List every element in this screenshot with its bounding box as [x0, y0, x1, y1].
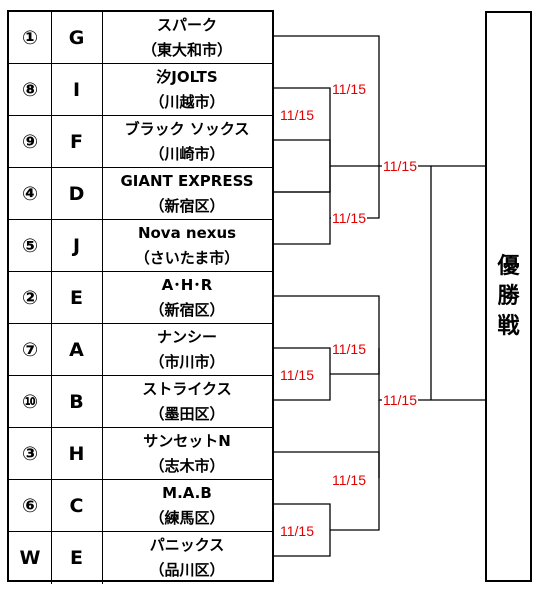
match-date-r1-mid: 11/15 — [279, 367, 315, 383]
team-name-cell: 汐JOLTS （川越市） — [102, 64, 272, 115]
team-name: Nova nexus — [137, 223, 237, 242]
team-name: M.A.B — [162, 483, 212, 502]
team-area: （志木市） — [149, 456, 225, 475]
team-table: ① G スパーク （東大和市） ⑧ I 汐JOLTS （川越市） ⑨ F ブラッ… — [7, 10, 274, 584]
team-area: （新宿区） — [149, 300, 225, 319]
bracket-line-qf-2 — [274, 87, 331, 192]
match-date-qf-2: 11/15 — [279, 107, 315, 123]
bracket-line-qf-3 — [274, 295, 380, 375]
team-name-cell: ストライクス （墨田区） — [102, 376, 272, 427]
team-name-cell: Nova nexus （さいたま市） — [102, 220, 272, 271]
team-name-cell: A･H･R （新宿区） — [102, 272, 272, 323]
team-name-cell: スパーク （東大和市） — [102, 12, 272, 63]
team-name: サンセットN — [143, 431, 231, 450]
team-name-cell: ブラック ソックス （川崎市） — [102, 116, 272, 167]
seed: ⑤ — [9, 220, 52, 271]
team-name-cell: GIANT EXPRESS （新宿区） — [102, 168, 272, 219]
team-name-cell: ナンシー （市川市） — [102, 324, 272, 375]
group-letter: I — [51, 64, 103, 115]
seed: ⑧ — [9, 64, 52, 115]
team-row: ⑧ I 汐JOLTS （川越市） — [9, 64, 272, 116]
final-label-char: 優 — [497, 253, 520, 279]
team-area: （東大和市） — [141, 40, 232, 59]
team-row: ⑩ B ストライクス （墨田区） — [9, 376, 272, 428]
team-area: （新宿区） — [149, 196, 225, 215]
team-row: ⑨ F ブラック ソックス （川崎市） — [9, 116, 272, 168]
final-label-char: 戦 — [497, 313, 520, 339]
match-date-qf-1: 11/15 — [331, 81, 367, 97]
team-row: ⑤ J Nova nexus （さいたま市） — [9, 220, 272, 272]
group-letter: F — [51, 116, 103, 167]
team-row: ③ H サンセットN （志木市） — [9, 428, 272, 480]
seed: ④ — [9, 168, 52, 219]
group-letter: D — [51, 168, 103, 219]
group-letter: G — [51, 12, 103, 63]
team-name: ストライクス — [142, 379, 232, 398]
final-box: 優 勝 戦 — [485, 11, 532, 582]
team-area: （品川区） — [149, 561, 225, 579]
team-row: ④ D GIANT EXPRESS （新宿区） — [9, 168, 272, 220]
team-name-cell: M.A.B （練馬区） — [102, 480, 272, 531]
group-letter: E — [51, 272, 103, 323]
team-area: （墨田区） — [149, 404, 225, 423]
team-row: ⑦ A ナンシー （市川市） — [9, 324, 272, 376]
bracket-line-qf-4 — [274, 451, 380, 531]
bracket-line-qf-2b — [274, 191, 331, 245]
seed: ⑥ — [9, 480, 52, 531]
bracket-line-final — [431, 165, 485, 401]
team-row: ② E A･H･R （新宿区） — [9, 272, 272, 324]
team-name: ナンシー — [156, 327, 217, 346]
group-letter: A — [51, 324, 103, 375]
match-date-r1-bottom: 11/15 — [279, 523, 315, 539]
team-area: （練馬区） — [149, 508, 225, 527]
seed: W — [9, 532, 52, 584]
group-letter: H — [51, 428, 103, 479]
team-area: （さいたま市） — [134, 248, 240, 267]
group-letter: J — [51, 220, 103, 271]
team-area: （川越市） — [149, 92, 225, 111]
match-date-sf-1: 11/15 — [382, 158, 418, 174]
team-name: GIANT EXPRESS — [120, 171, 254, 190]
team-name: パニックス — [149, 536, 225, 554]
group-letter: B — [51, 376, 103, 427]
team-name: 汐JOLTS — [156, 67, 218, 86]
team-name-cell: パニックス （品川区） — [102, 532, 272, 584]
team-name-cell: サンセットN （志木市） — [102, 428, 272, 479]
team-area: （市川市） — [149, 352, 225, 371]
team-name: スパーク — [156, 15, 217, 34]
seed: ⑨ — [9, 116, 52, 167]
team-row: ⑥ C M.A.B （練馬区） — [9, 480, 272, 532]
bracket-line-qf-1 — [274, 35, 380, 167]
match-date-qf-3: 11/15 — [331, 341, 367, 357]
team-name: A･H･R — [161, 275, 213, 294]
bracket-line-r1-top — [274, 139, 331, 193]
seed: ③ — [9, 428, 52, 479]
team-name: ブラック ソックス — [124, 119, 250, 138]
group-letter: E — [51, 532, 103, 584]
match-date-qf-4: 11/15 — [331, 472, 367, 488]
group-letter: C — [51, 480, 103, 531]
team-row: ① G スパーク （東大和市） — [9, 12, 272, 64]
team-row: W E パニックス （品川区） — [9, 532, 272, 584]
match-date-sf-2: 11/15 — [382, 392, 418, 408]
final-label-char: 勝 — [497, 283, 520, 309]
seed: ⑦ — [9, 324, 52, 375]
match-date-r1-top: 11/15 — [331, 210, 367, 226]
team-area: （川崎市） — [149, 144, 225, 163]
seed: ⑩ — [9, 376, 52, 427]
seed: ① — [9, 12, 52, 63]
seed: ② — [9, 272, 52, 323]
bracket-line-sf-1 — [379, 165, 432, 400]
